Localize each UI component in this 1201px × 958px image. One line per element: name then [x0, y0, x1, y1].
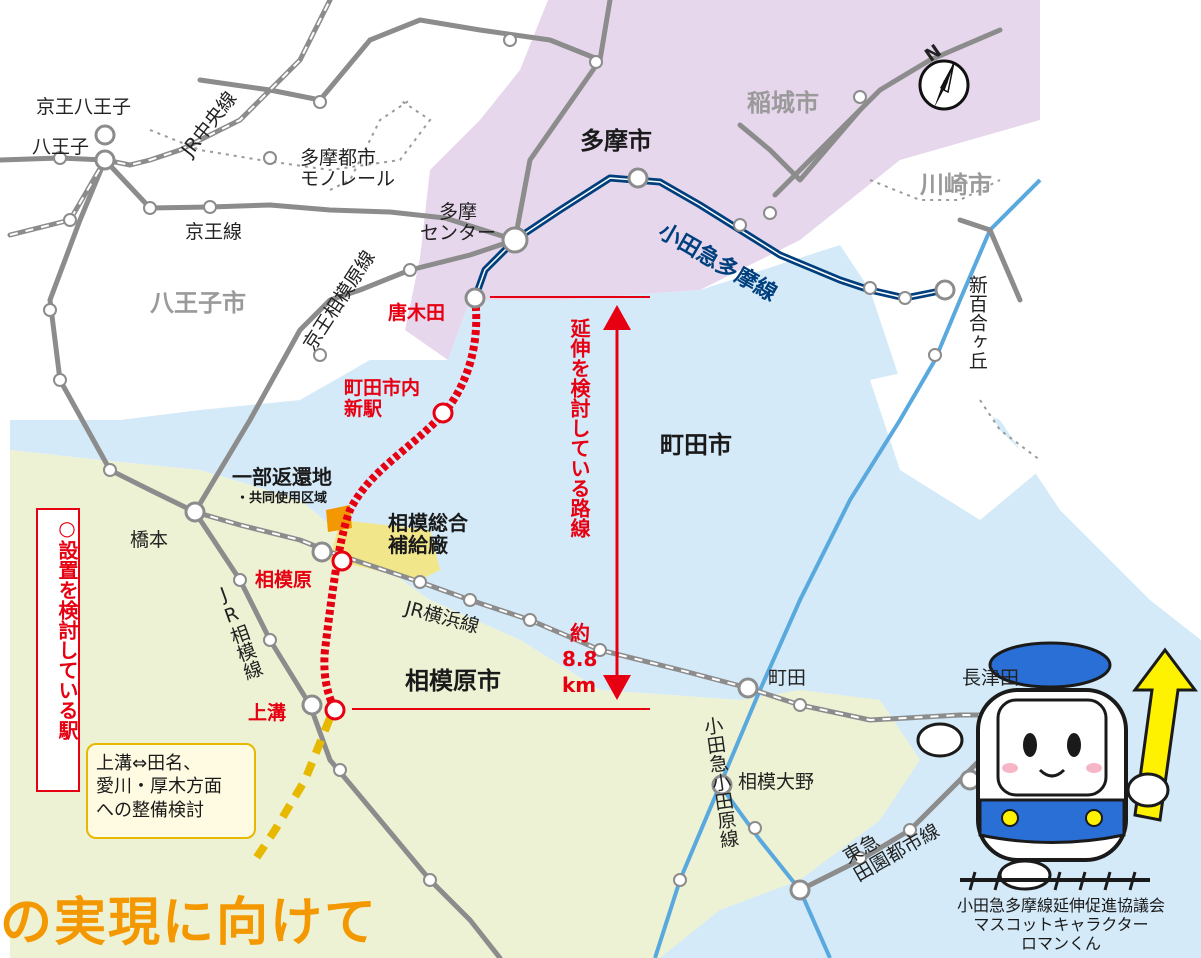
- legend-text: ○設置を検討している駅: [38, 516, 79, 740]
- extension-length-value: 8.8: [562, 647, 598, 671]
- city-boundaries: [149, 99, 1041, 461]
- facility-partial-return: 一部返還地: [232, 465, 332, 489]
- station-hachioji: 八王子: [32, 136, 90, 158]
- blue-rail-line-south: [718, 783, 832, 958]
- note-box: 上溝⇔田名、 愛川・厚木方面 への整備検討: [86, 743, 256, 839]
- city-hachioji: 八王子市: [150, 289, 246, 317]
- line-keio: 京王線: [185, 221, 243, 243]
- city-machida: 町田市: [660, 431, 732, 459]
- mascot-roman-kun: [916, 641, 1198, 891]
- blue-rail-line: [653, 178, 1042, 958]
- distance-arrow-down: [603, 675, 631, 700]
- planned-stations: [324, 402, 454, 721]
- facility-depot: 相模総合 補給廠: [388, 511, 468, 557]
- extension-label: 延伸を検討している路線: [567, 318, 591, 538]
- station-hashimoto: 橋本: [130, 529, 169, 551]
- city-kawasaki: 川崎市: [920, 171, 992, 199]
- extension-length-unit: km: [562, 673, 597, 697]
- note-text: 上溝⇔田名、 愛川・厚木方面 への整備検討: [96, 753, 222, 821]
- banner-heading: の実現に向けて: [0, 893, 379, 953]
- station-kamimizo: 上溝: [248, 702, 287, 724]
- station-karakida: 唐木田: [388, 302, 446, 324]
- line-tama-monorail: 多摩都市 モノレール: [300, 147, 396, 190]
- depot-area: [330, 520, 440, 580]
- city-inagi: 稲城市: [747, 89, 819, 117]
- distance-arrow-up: [603, 305, 631, 330]
- gray-rail-dashes: [9, 0, 1040, 722]
- legend-box: ○設置を検討している駅: [36, 508, 80, 792]
- facility-shared-area: ・共同使用区域: [236, 491, 328, 506]
- city-tama: 多摩市: [580, 127, 652, 155]
- legend-label: 設置を検討している駅: [55, 540, 79, 740]
- station-sagami-ono: 相模大野: [738, 771, 815, 793]
- mascot-caption: 小田急多摩線延伸促進協議会 マスコットキャラクター ロマンくん: [956, 896, 1165, 954]
- extension-length-prefix: 約: [570, 621, 590, 645]
- compass-icon: [918, 59, 970, 111]
- station-keio-hachioji: 京王八王子: [36, 96, 132, 118]
- city-sagamihara: 相模原市: [405, 667, 501, 695]
- station-machida-new: 町田市内 新駅: [344, 377, 421, 420]
- extension-route: [320, 297, 481, 712]
- station-nagatsuta: 長津田: [962, 667, 1020, 689]
- station-sagamihara: 相模原: [255, 569, 313, 591]
- future-extension-route: [251, 716, 334, 863]
- station-tama-center: 多摩 センター: [420, 201, 497, 244]
- station-machida: 町田: [768, 667, 807, 689]
- station-shin-yurigaoka: 新百合ヶ丘: [965, 275, 988, 370]
- major-stations: [94, 124, 981, 901]
- minor-stations: [43, 33, 942, 887]
- legend-marker: ○: [55, 516, 79, 540]
